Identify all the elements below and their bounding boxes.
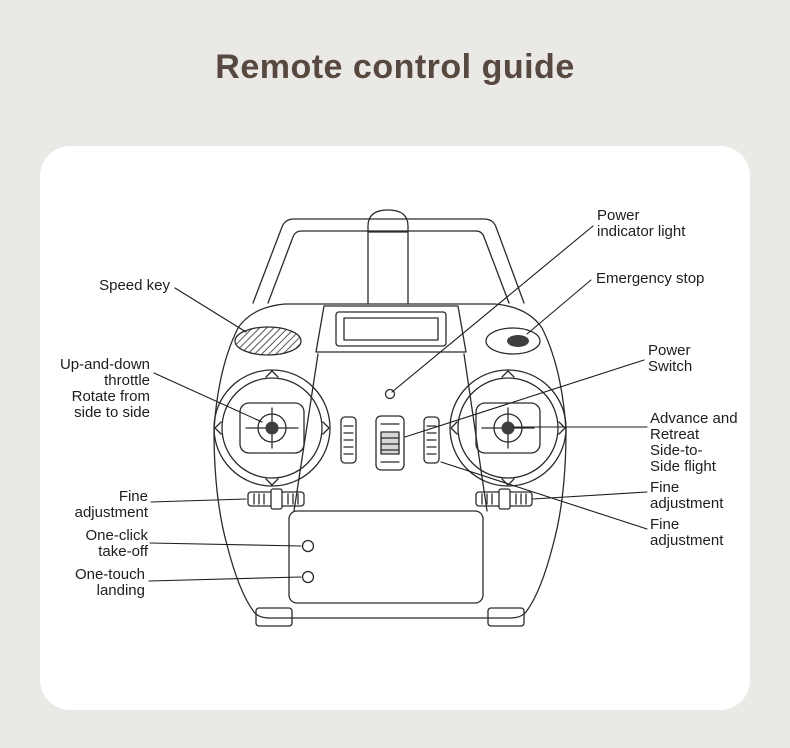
label-power-switch: Power Switch (648, 343, 692, 375)
label-line: One-touch (74, 566, 145, 583)
label-line: Retreat (650, 426, 700, 443)
label-fine-adjustment-right-upper: Fine adjustment (650, 480, 723, 512)
label-line: adjustment (650, 532, 724, 549)
label-speed-key: Speed key (99, 278, 170, 294)
label-fine-adjustment-left: Fine adjustment (75, 489, 148, 521)
label-line: Up-and-down (59, 356, 150, 373)
label-fine-adjustment-right-lower: Fine adjustment (650, 517, 723, 549)
label-line: Speed key (99, 277, 170, 294)
label-one-touch-landing: One-touch landing (75, 567, 145, 599)
label-line: Fine (118, 488, 148, 505)
label-line: take-off (98, 543, 148, 560)
label-line: side to side (74, 404, 150, 421)
label-line: Emergency stop (596, 270, 705, 287)
label-line: Advance and (650, 410, 738, 427)
label-emergency-stop: Emergency stop (596, 271, 704, 287)
label-line: Fine (650, 479, 680, 496)
label-advance-retreat: Advance and Retreat Side-to- Side flight (650, 411, 738, 475)
label-line: throttle (104, 372, 150, 389)
label-line: Rotate from (71, 388, 150, 405)
label-one-click-take-off: One-click take-off (85, 528, 148, 560)
label-power-indicator-light: Power indicator light (597, 208, 685, 240)
page-title: Remote control guide (215, 48, 575, 86)
label-line: Power (597, 207, 640, 224)
label-line: adjustment (74, 504, 148, 521)
label-line: Switch (648, 358, 693, 375)
label-line: landing (96, 582, 145, 599)
label-line: indicator light (597, 223, 686, 240)
label-line: One-click (85, 527, 148, 544)
label-line: Side flight (650, 458, 716, 475)
label-line: Fine (650, 516, 680, 533)
label-line: Side-to- (650, 442, 703, 459)
label-line: adjustment (650, 495, 724, 512)
label-line: Power (648, 342, 691, 359)
label-throttle: Up-and-down throttle Rotate from side to… (60, 357, 150, 421)
